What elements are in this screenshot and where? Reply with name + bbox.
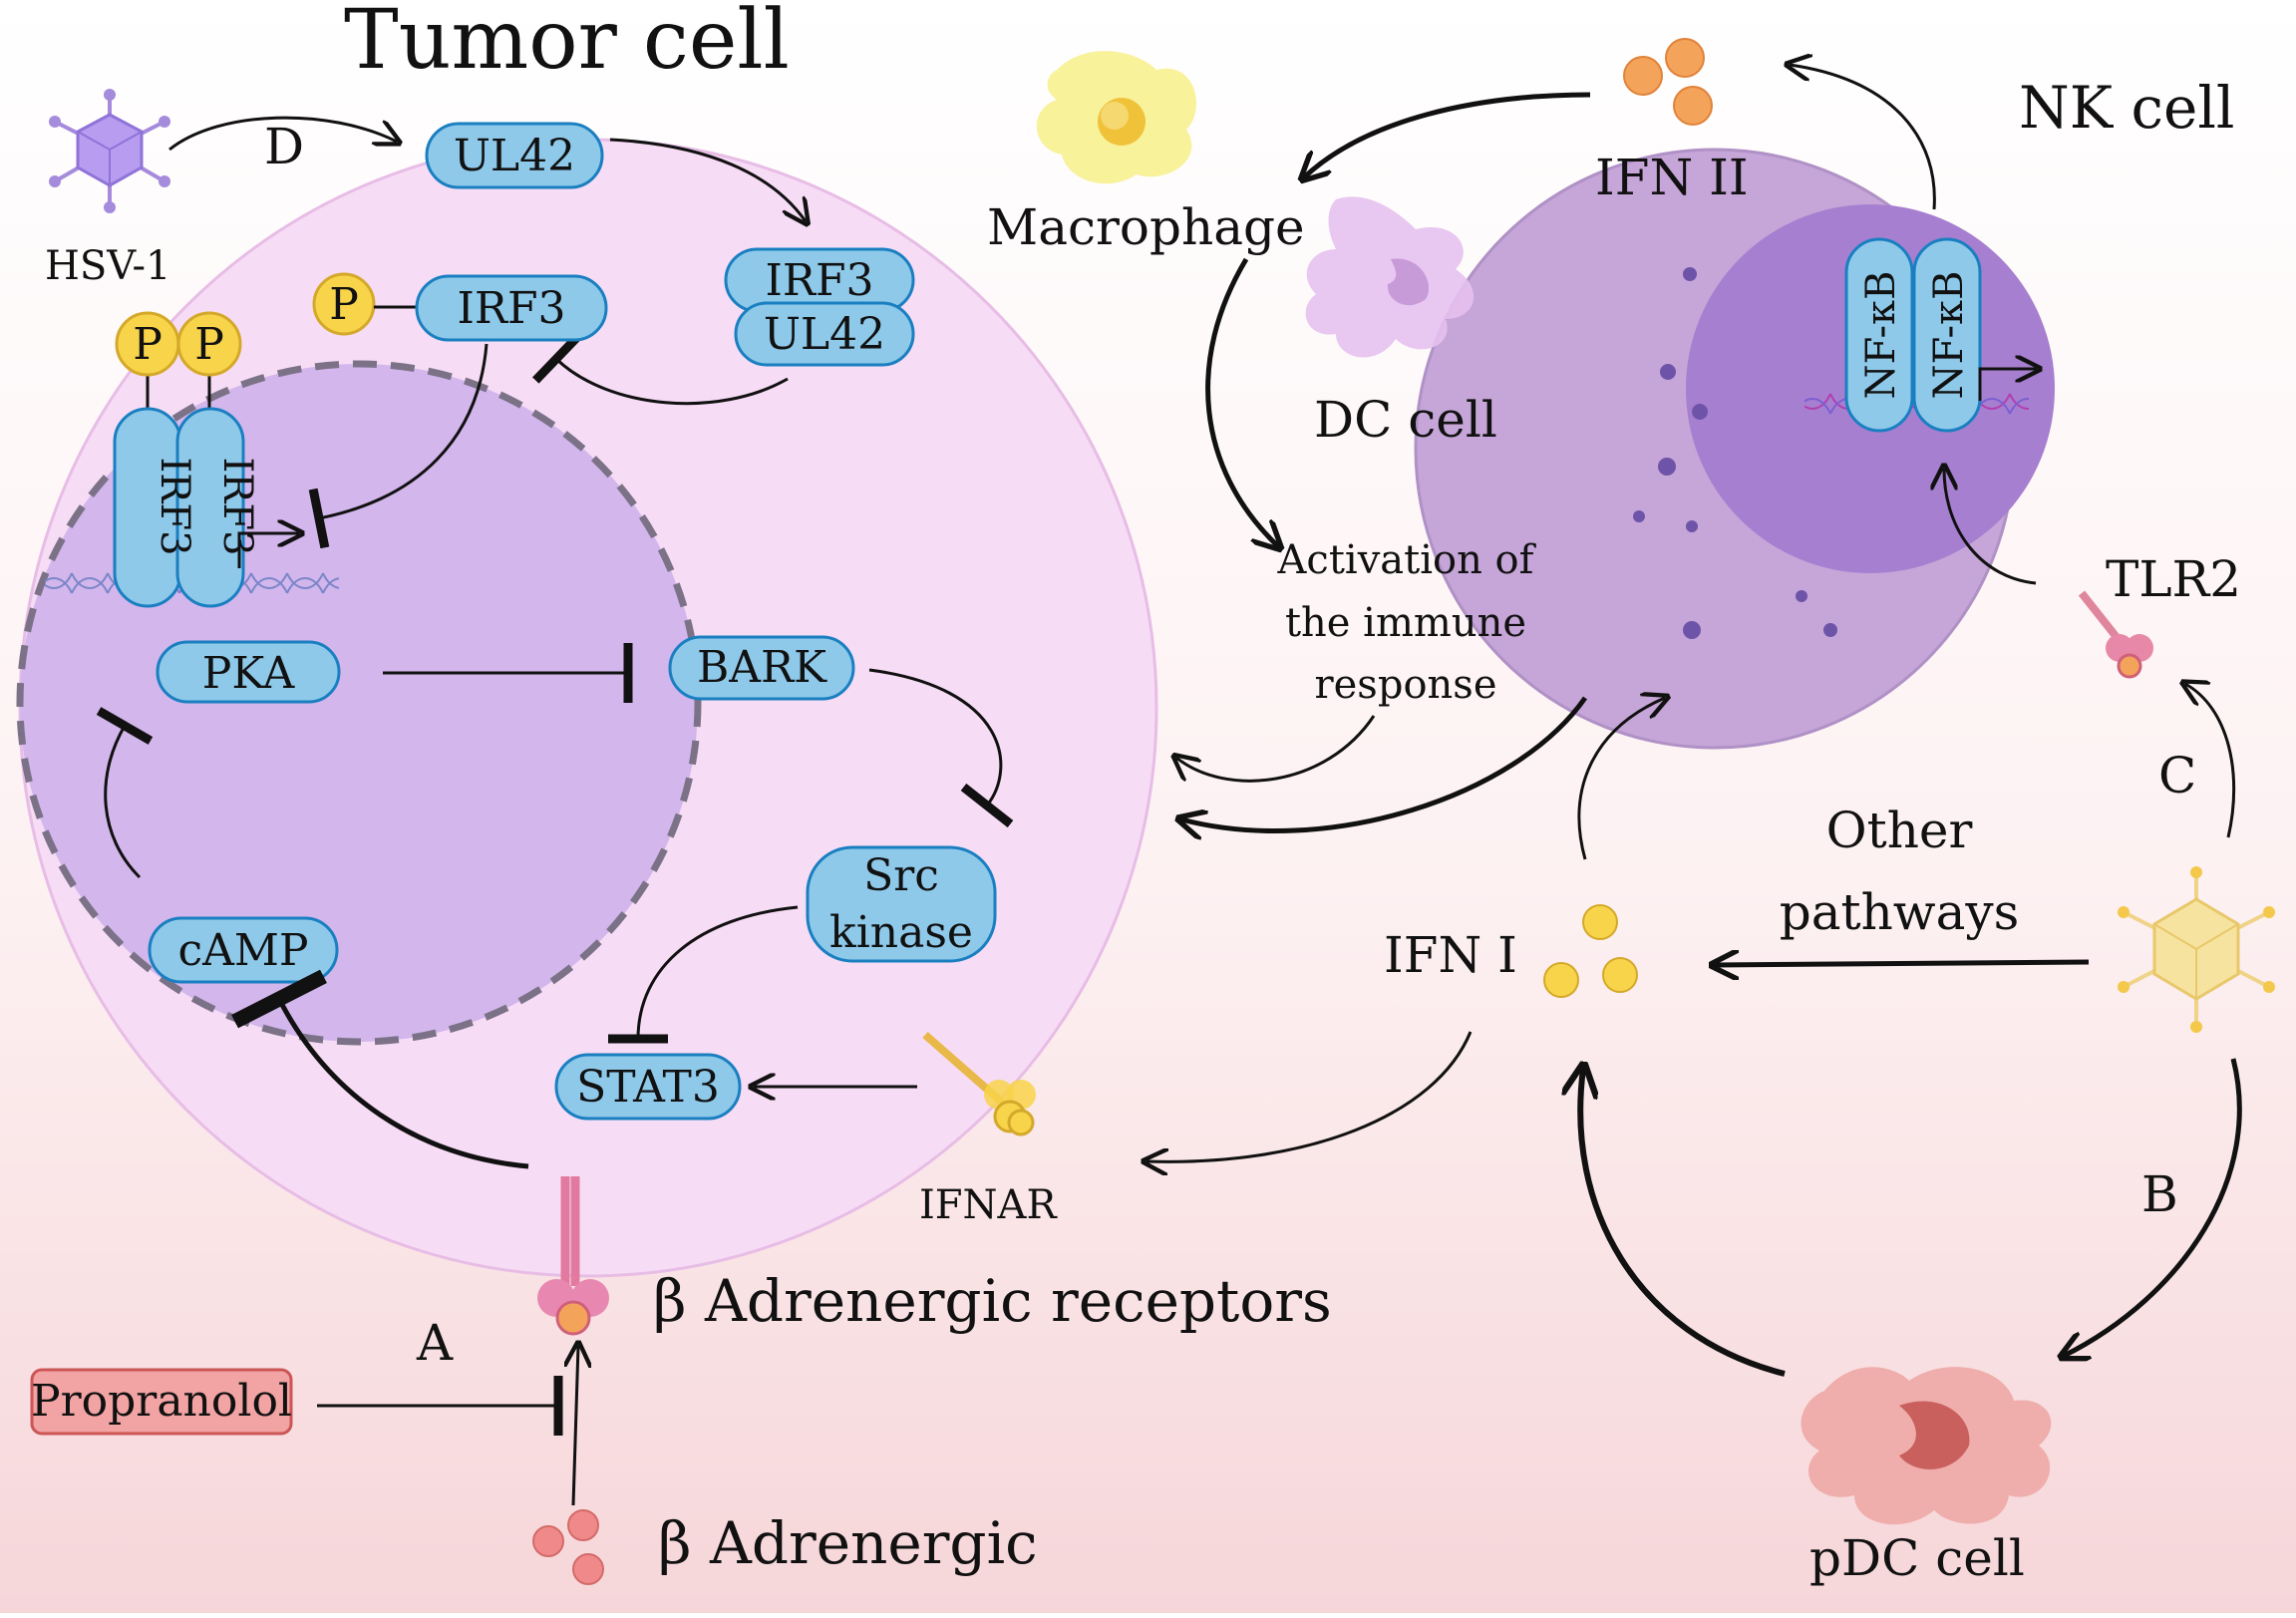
nfkb-label-left: NF-κB <box>1858 271 1904 400</box>
tlr2-receptor <box>2078 590 2153 679</box>
pathway-c-label: C <box>2158 747 2196 805</box>
diagram-title: Tumor cell <box>344 0 790 88</box>
nk-cell-label: NK cell <box>2019 74 2234 142</box>
beta-adrenergic-label: β Adrenergic <box>658 1509 1038 1577</box>
camp-label: cAMP <box>177 925 308 976</box>
irf3-label: IRF3 <box>457 283 565 334</box>
nk-granule <box>1692 404 1708 420</box>
phosphate-group <box>312 272 376 336</box>
macrophage-icon <box>1036 51 1196 184</box>
nk-granule <box>1658 458 1676 476</box>
pka-protein <box>156 640 341 704</box>
beta-receptors-label: β Adrenergic receptors <box>653 1267 1332 1335</box>
complex-ul42-label: UL42 <box>764 309 885 360</box>
nfkb-left <box>1844 237 1914 433</box>
nk-granule <box>1633 510 1645 522</box>
phosphate-label: P <box>329 279 359 330</box>
dc-cell-label: DC cell <box>1314 391 1497 449</box>
irf3-transcription-arrow <box>237 533 299 568</box>
nfkb-transcription-arrow <box>1978 369 2037 401</box>
irf3-dimer-right <box>175 407 245 608</box>
ul42-to-complex-arrow <box>609 138 806 221</box>
complex-inhibits-irf3 <box>531 334 789 406</box>
stat3-label: STAT3 <box>576 1062 720 1113</box>
hsv1-label: HSV-1 <box>45 243 170 289</box>
src-kinase-protein <box>806 845 997 963</box>
pathway-b-label: B <box>2141 1165 2178 1223</box>
phosphate-label: P <box>194 319 224 370</box>
irf3-dimer-label-right: IRF3 <box>214 457 260 555</box>
activation-to-tumor-arrow <box>1176 715 1376 783</box>
hsv1-virus-icon <box>49 89 170 213</box>
tlr2-to-nfkb-arrow <box>1944 469 2037 585</box>
irf3-inhibits-transcription <box>308 343 489 549</box>
kinase-label: kinase <box>829 907 973 958</box>
irf3-dimer-label-left: IRF3 <box>152 457 197 555</box>
pdc-cell-label: pDC cell <box>1809 1529 2025 1587</box>
oncolytic-virus-icon <box>2118 866 2275 1033</box>
ifn-i-to-nk-arrow <box>1577 698 1665 860</box>
ifnar-receptor-icon <box>922 1031 1036 1136</box>
ifn-i-to-tumor-arrow <box>1147 1031 1473 1161</box>
pdc-cell-icon <box>1801 1367 2052 1525</box>
irf3-ul42-complex-bottom <box>734 301 915 367</box>
beta-receptor-icon <box>537 1176 609 1336</box>
virus-to-pdc-arrow <box>2064 1058 2242 1356</box>
pathway-d-label: D <box>264 118 304 175</box>
nfkb-right <box>1912 237 1982 433</box>
ifnar-label: IFNAR <box>919 1182 1058 1228</box>
nk-granule <box>1796 590 1807 602</box>
beta-adrenergic-ligand-icon <box>532 1509 604 1585</box>
ul42-label: UL42 <box>454 131 575 181</box>
ifn-ii-to-macrophage-arrow <box>1304 92 1591 177</box>
bark-label: BARK <box>697 642 827 693</box>
nfkb-label-right: NF-κB <box>1926 271 1972 400</box>
other-pathways-line-2: pathways <box>1780 883 2020 941</box>
complex-irf3-label: IRF3 <box>765 255 873 306</box>
pdc-to-ifn-i-arrow <box>1580 1069 1786 1377</box>
propranolol-label: Propranolol <box>31 1376 292 1427</box>
nk-granule <box>1823 623 1837 637</box>
activation-line-3: response <box>1315 662 1497 708</box>
virus-to-ifn-i-arrow <box>1715 962 2090 965</box>
irf3-protein <box>415 274 608 342</box>
activation-line-1: Activation of <box>1277 537 1537 583</box>
nk-granule <box>1683 621 1701 639</box>
pathway-a-label: A <box>416 1314 454 1372</box>
ifn-ii-icon <box>1623 38 1713 126</box>
stat3-protein <box>554 1053 742 1121</box>
src-inhibits-stat3 <box>607 905 799 1044</box>
phosphate-group <box>176 311 242 377</box>
nk-granule <box>1683 267 1697 281</box>
macrophage-to-activation-arrow <box>1205 257 1278 546</box>
ifn-i-label: IFN I <box>1384 926 1517 984</box>
nk-granule <box>1686 520 1698 532</box>
receptor-inhibits-camp <box>231 969 529 1169</box>
tlr2-label: TLR2 <box>2106 550 2241 608</box>
ul42-protein <box>425 122 604 189</box>
macrophage-label: Macrophage <box>987 198 1305 256</box>
camp-inhibits-pka <box>96 707 154 879</box>
activation-line-2: the immune <box>1285 600 1526 646</box>
dc-cell-icon <box>1305 196 1475 358</box>
nk-to-ifn-ii-arrow <box>1790 65 1936 210</box>
nk-to-tumor-arrow <box>1181 696 1588 831</box>
ifn-ii-label: IFN II <box>1595 149 1749 206</box>
ligand-to-receptor-arrow <box>573 1346 578 1506</box>
other-pathways-line-1: Other <box>1826 802 1973 859</box>
nk-granule <box>1660 364 1676 380</box>
hsv1-to-ul42-arrow <box>168 116 397 152</box>
propranolol-box <box>30 1368 293 1436</box>
pka-label: PKA <box>202 648 296 699</box>
ifn-i-icon <box>1543 904 1638 998</box>
bark-inhibits-src <box>868 668 1014 828</box>
phosphate-label: P <box>133 319 163 370</box>
virus-to-tlr2-arrow <box>2185 684 2236 838</box>
bark-protein <box>668 635 855 701</box>
src-label: Src <box>863 850 939 901</box>
